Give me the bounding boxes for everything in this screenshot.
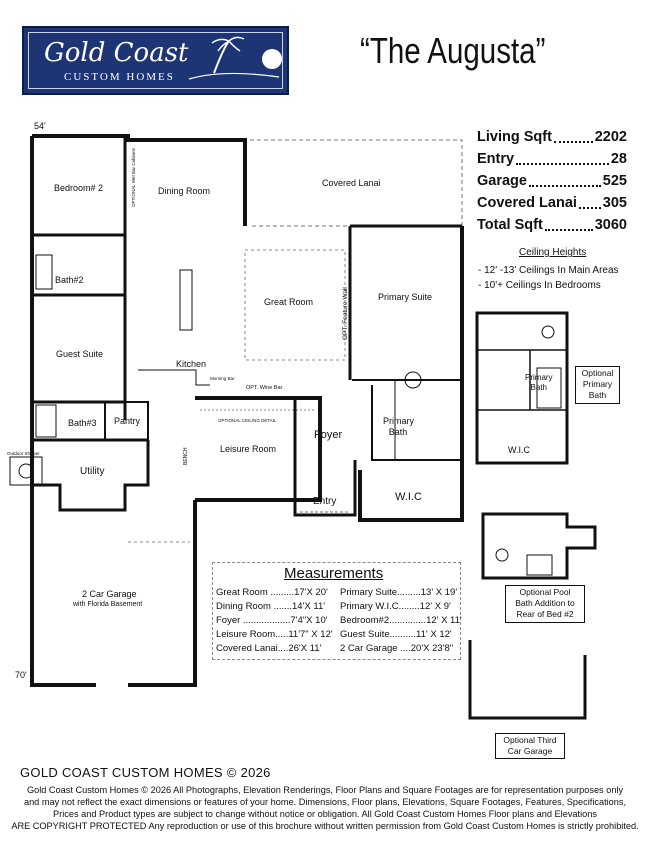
room-foyer: Foyer	[314, 429, 343, 441]
room-pantry: Pantry	[114, 416, 141, 426]
ceiling-heading: Ceiling Heights	[519, 247, 587, 258]
wet-bar-label: OPTIONAL Wet Bar Cabinets	[131, 147, 136, 207]
wine-bar-label: OPT. Wine Bar	[246, 385, 283, 391]
room-entry: Entry	[313, 496, 337, 507]
measurements-box	[212, 562, 461, 660]
logo-name: Gold Coast	[44, 38, 189, 68]
room-primary-bath: Primary Bath	[383, 416, 414, 437]
measurement-row: Primary W.I.C........12' X 9'	[340, 601, 451, 612]
room-dining: Dining Room	[158, 186, 211, 196]
measurement-row: 2 Car Garage ....20'X 23'8"	[340, 643, 454, 654]
measurement-row: Dining Room .......14'X 11'	[216, 601, 326, 612]
measurement-row: Covered Lanai....26'X 11'	[216, 643, 322, 654]
morning-bar-label: Morning Bar	[210, 376, 235, 381]
measurement-row: Great Room .........17'X 20'	[216, 587, 328, 598]
measurement-row: Foyer ..................7'4"X 10'	[216, 615, 328, 626]
room-great: Great Room	[264, 297, 314, 307]
ceiling-item: - 12' -13' Ceilings In Main Areas	[478, 265, 619, 276]
measurement-row: Primary Suite.........13' X 19'	[340, 587, 458, 598]
room-bench: BENCH	[183, 447, 189, 465]
room-lanai: Covered Lanai	[322, 178, 381, 188]
palm-sun-icon	[188, 36, 282, 80]
room-wic: W.I.C	[395, 491, 422, 503]
ceiling-detail-label: OPTIONAL CEILING DETAIL	[218, 418, 277, 423]
room-garage: 2 Car Garage	[82, 589, 137, 599]
option-primary-bath-room: Primary Bath	[525, 373, 553, 392]
option-primary-bath-label: Optional Primary Bath	[575, 366, 620, 404]
room-guest: Guest Suite	[56, 349, 104, 359]
room-bedroom2: Bedroom# 2	[54, 183, 104, 193]
footer-line: and may not reflect the exact dimensions…	[23, 797, 627, 807]
brand-logo: Gold Coast CUSTOM HOMES	[22, 26, 289, 95]
option-third-garage-label: Optional Third Car Garage	[495, 733, 565, 759]
footer-line: Gold Coast Custom Homes © 2026 All Photo…	[26, 785, 624, 795]
room-bath2: Bath#2	[55, 275, 84, 285]
measurement-row: Bedroom#2..............12' X 11'	[340, 615, 462, 626]
dim-top: 54'	[34, 121, 46, 131]
measurement-row: Leisure Room.....11'7" X 12'	[216, 629, 333, 640]
measurement-row: Guest Suite..........11' X 12'	[340, 629, 452, 640]
option-pool-bath-label: Optional Pool Bath Addition to Rear of B…	[505, 585, 585, 623]
room-kitchen: Kitchen	[176, 359, 207, 369]
outdoor-shower-label: Outdoor Shower	[7, 451, 40, 456]
logo-tagline: CUSTOM HOMES	[64, 71, 175, 83]
logo-frame	[28, 32, 283, 89]
dim-left: 70'	[15, 670, 27, 680]
room-leisure: Leisure Room	[220, 444, 277, 454]
ceiling-item: - 10'+ Ceilings In Bedrooms	[478, 280, 601, 291]
room-bath3: Bath#3	[68, 418, 97, 428]
footer-heading: GOLD COAST CUSTOM HOMES © 2026	[20, 765, 271, 780]
option-wic-room: W.I.C	[508, 445, 530, 455]
footer-line: Prices and Product types are subject to …	[53, 809, 597, 819]
feature-wall-label: OPT. Feature Wall	[342, 287, 349, 340]
plan-title: “The Augusta”	[360, 30, 546, 71]
measurements-title: Measurements	[284, 565, 384, 582]
room-primary-suite: Primary Suite	[378, 292, 433, 302]
room-garage-sub: with Florida Basement	[73, 601, 143, 608]
footer-line: ARE COPYRIGHT PROTECTED Any reproduction…	[11, 821, 639, 831]
room-utility: Utility	[80, 466, 105, 477]
